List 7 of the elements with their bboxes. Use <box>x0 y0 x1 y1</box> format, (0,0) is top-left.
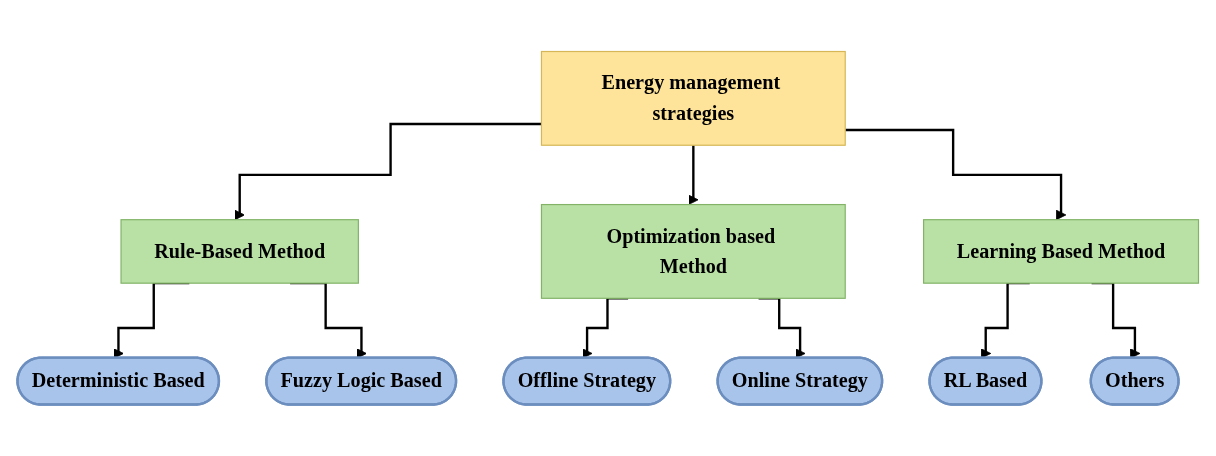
node-box: Optimization based Method <box>540 203 846 299</box>
node-box: Rule-Based Method <box>120 219 359 284</box>
arrow <box>234 122 542 221</box>
arrow <box>688 144 699 206</box>
arrow <box>845 128 1067 221</box>
node-box: Energy management strategies <box>540 50 846 146</box>
node-box: Learning Based Method <box>923 219 1200 284</box>
